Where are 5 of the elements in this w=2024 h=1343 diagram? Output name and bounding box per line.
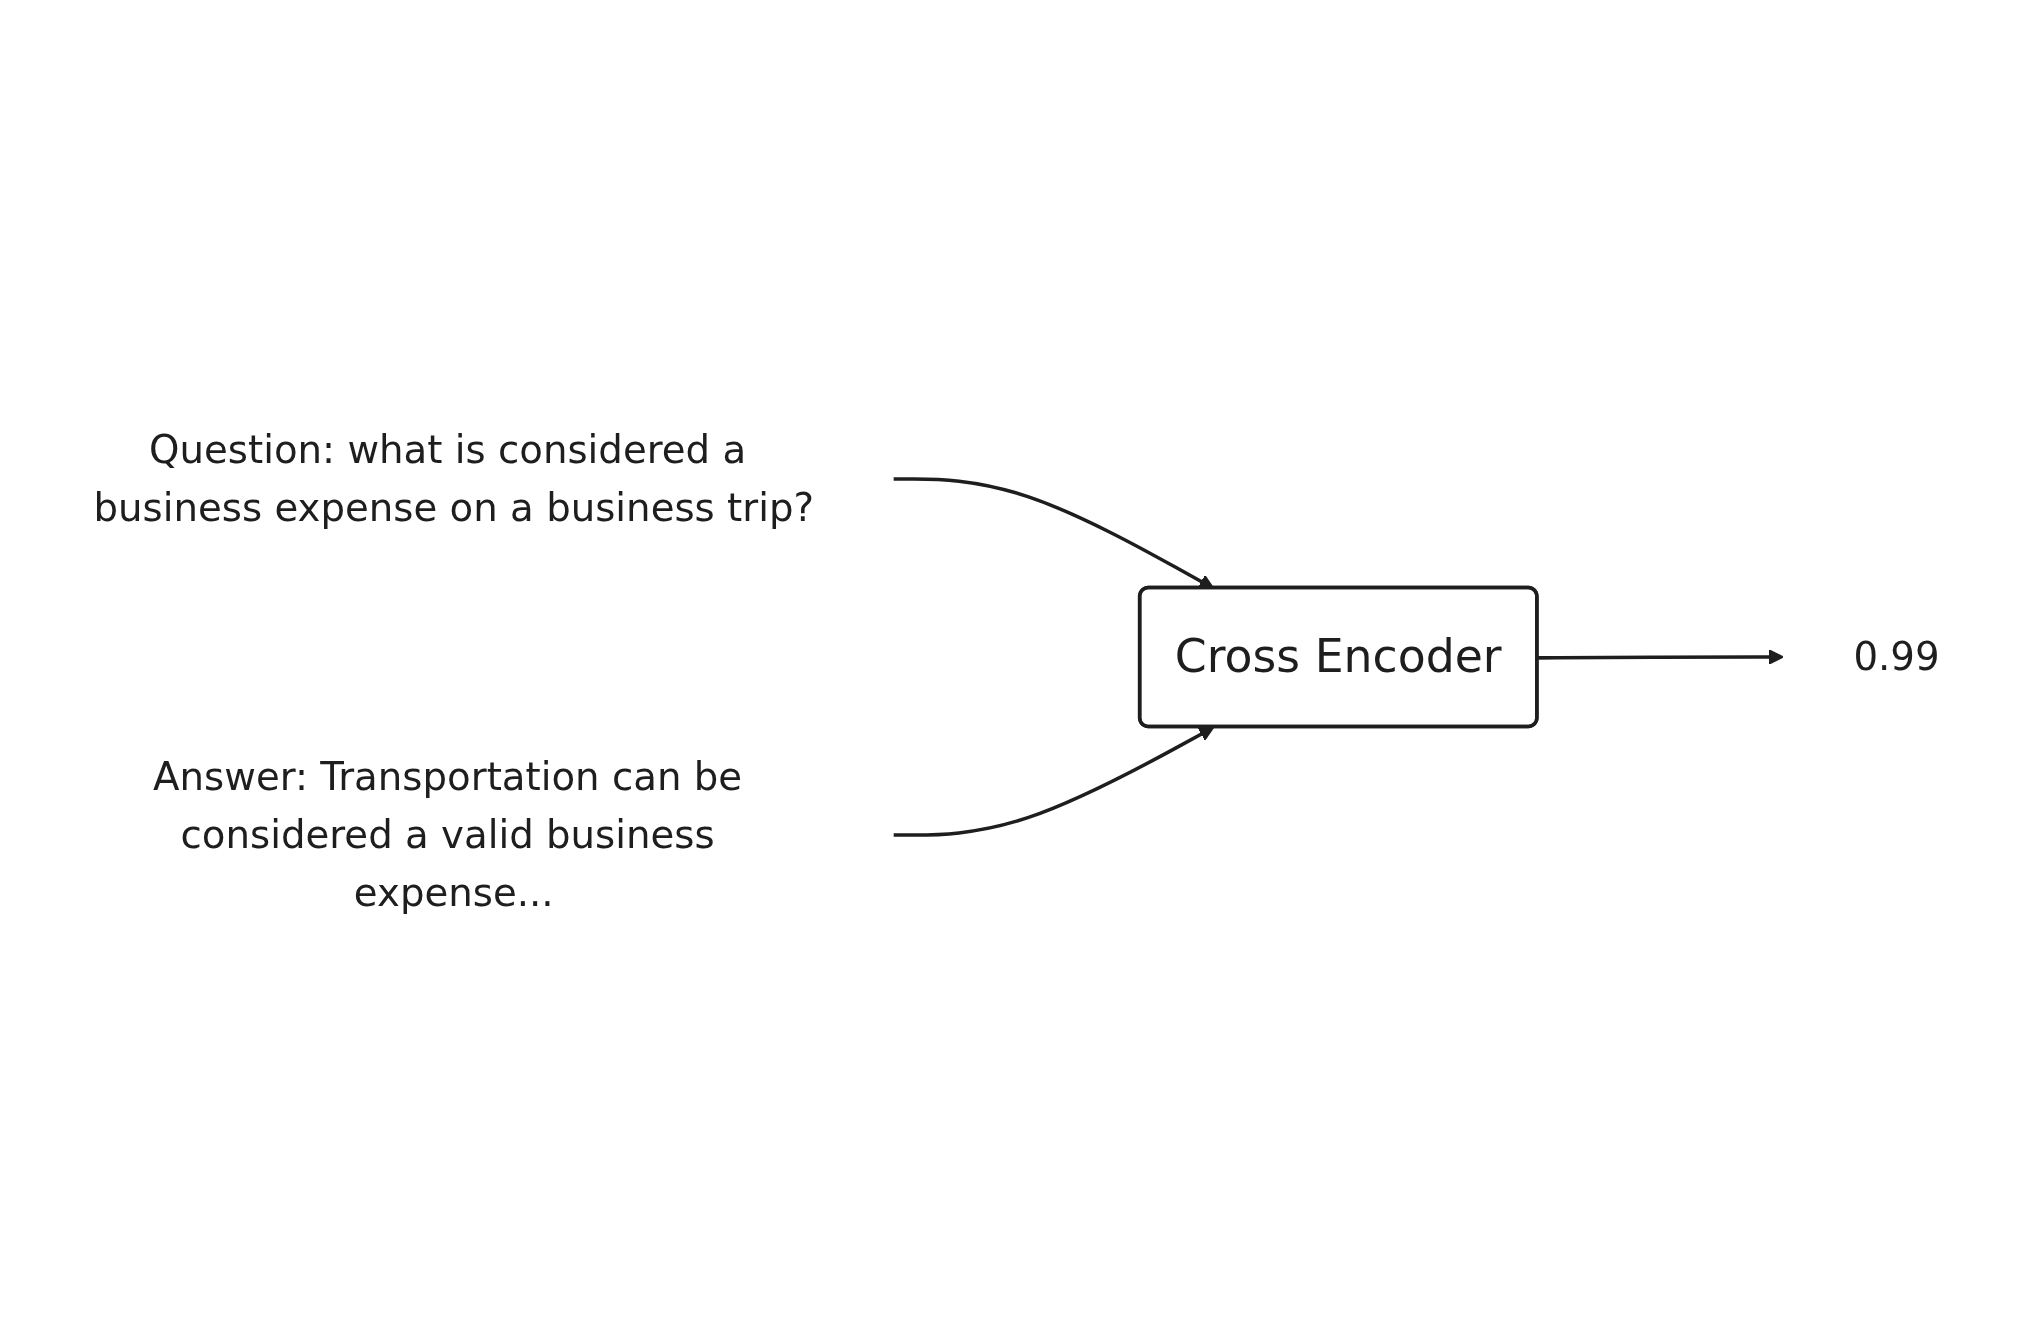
arrow xyxy=(1537,649,1784,665)
node-text: 0.99 xyxy=(1853,635,1940,679)
arrow xyxy=(893,726,1215,837)
node-text: Question: what is considered a business expense on a business trip? xyxy=(93,427,814,530)
node-text: Answer: Transportation can be considered a valid business expense... xyxy=(153,755,743,916)
